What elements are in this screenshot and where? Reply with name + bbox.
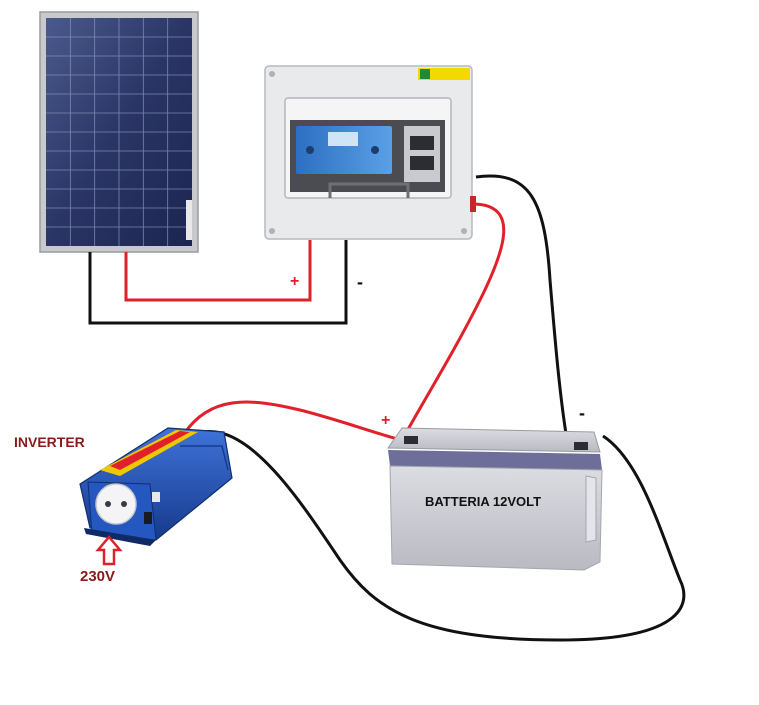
controller-display	[296, 126, 392, 174]
panel-negative-label: -	[357, 272, 363, 292]
controller-battery-positive-wire	[400, 202, 506, 441]
battery-inverter-negative-wire	[203, 430, 686, 642]
output-arrow-icon	[95, 535, 123, 566]
ac-socket-icon	[95, 483, 137, 525]
solar-panel	[39, 11, 199, 253]
panel-positive-wire	[124, 240, 312, 302]
battery-inverter-positive-wire	[182, 400, 403, 442]
battery-positive-label: +	[381, 412, 391, 429]
brand-sticker	[418, 68, 470, 80]
panel-negative-wire	[88, 240, 348, 325]
battery-negative-label: -	[579, 403, 585, 423]
battery	[387, 427, 603, 571]
controller-battery-negative-wire	[475, 174, 570, 447]
battery-negative-terminal	[574, 442, 588, 450]
output-voltage-label: 230V	[80, 568, 116, 585]
panel-positive-label: +	[290, 273, 300, 290]
battery-positive-terminal	[404, 436, 418, 444]
inverter	[79, 427, 233, 546]
charge-controller-box	[264, 65, 476, 240]
inverter-label: INVERTER	[14, 434, 85, 450]
battery-label: BATTERIA 12VOLT	[425, 494, 542, 509]
